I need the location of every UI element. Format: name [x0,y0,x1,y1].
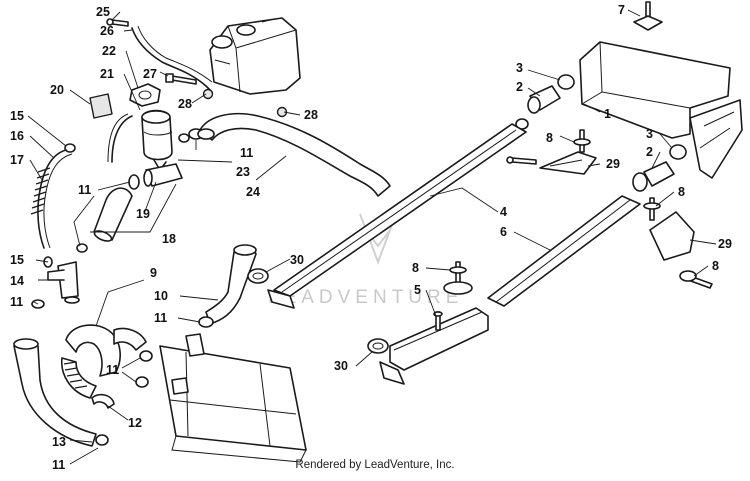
clamps-11-hose9 [135,350,153,388]
callout-20: 20 [50,83,64,97]
clamp-12 [91,393,115,409]
fastener-8-lower [443,261,473,295]
decal-20 [89,93,113,119]
callout-15-lower: 15 [10,253,24,267]
connector-2-right [632,161,675,192]
fastener-8-upper-a [573,129,591,153]
hose-10 [205,244,257,325]
callout-5: 5 [414,283,421,297]
callout-14: 14 [10,274,24,288]
callout-12: 12 [128,416,142,430]
callout-8-upper: 8 [546,131,553,145]
grommet-28-right [276,106,288,118]
callout-21: 21 [100,67,114,81]
callout-11-left: 11 [78,183,91,197]
bolt-25 [106,18,129,27]
callout-25: 25 [96,5,110,19]
callout-30-lower: 30 [334,359,348,373]
bracket-29-right [649,211,695,261]
fastener-8-upper-b [506,156,537,165]
screw-27 [165,73,197,85]
callout-11-upper: 11 [240,146,253,160]
footer-credit: Rendered by LeadVenture, Inc. [295,459,455,471]
clamp-11-hose10 [198,316,214,328]
callout-11-tee: 11 [10,295,23,309]
callout-4: 4 [500,205,507,219]
hose-24 [197,112,391,197]
tee-14 [47,261,80,304]
callout-11-hose9: 11 [106,363,119,377]
callouts: 25 26 22 27 21 20 28 28 15 16 17 11 23 2… [10,3,732,472]
callout-29-upper: 29 [606,157,620,171]
callout-28-upper: 28 [178,97,192,111]
grommet-28-upper [202,88,214,100]
callout-30-upper: 30 [290,253,304,267]
hose-18 [93,187,133,242]
vent-tube-21 [107,113,133,163]
callout-16: 16 [10,129,24,143]
clamp-11-left [76,243,88,253]
reservoir-23 [141,109,173,171]
callout-24: 24 [246,185,260,199]
hose-9 [61,324,147,399]
connector-2-upper [527,85,561,114]
callout-28-right: 28 [304,108,318,122]
clamp-11-elbow [128,174,140,190]
callout-13: 13 [52,435,66,449]
watermark-text: LEADVENTURE [268,287,463,308]
clamp-15-upper [64,143,76,153]
callout-15-upper: 15 [10,109,24,123]
callout-26: 26 [100,24,114,38]
heat-exchanger-1 [579,41,743,179]
bracket-29-upper [539,151,597,175]
oil-tank [209,17,301,95]
rail-4 [267,123,527,309]
callout-19: 19 [136,207,150,221]
bottom-plate [159,333,307,463]
clamp-3-right [669,144,687,160]
hose-13 [13,338,97,447]
screw-5 [433,311,443,331]
elbow-19 [143,163,183,187]
clamp-3-upper [557,74,575,90]
fastener-7 [633,1,663,31]
grommet-30-upper [247,268,269,284]
callout-11-bottom: 11 [52,458,65,472]
callout-27: 27 [143,67,157,81]
callout-8-lower: 8 [412,261,419,275]
callout-10: 10 [154,289,168,303]
tube-26 [131,25,213,93]
callout-3-right: 3 [646,127,653,141]
grommet-30-lower [367,338,389,354]
clamp-11-bottom [95,434,109,446]
callout-7: 7 [618,3,625,17]
callout-1: 1 [604,107,611,121]
callout-3-upper: 3 [516,61,523,75]
callout-17: 17 [10,153,24,167]
rail-6 [487,195,641,307]
gasket-22 [129,83,161,107]
callout-29-right: 29 [718,237,732,251]
callout-8-right-b: 8 [712,259,719,273]
callout-6: 6 [500,225,507,239]
callout-2-right: 2 [646,145,653,159]
leader-lines [27,9,717,465]
channel-5 [379,307,489,385]
fastener-8-right-b [679,270,713,289]
callout-23: 23 [236,165,250,179]
callout-11-hose10: 11 [154,311,167,325]
callout-9: 9 [150,266,157,280]
callout-18: 18 [162,232,176,246]
spring-17 [30,167,51,215]
callout-22: 22 [102,44,116,58]
fastener-8-right-a [643,197,661,221]
callout-2-upper: 2 [516,80,523,94]
callout-8-right-a: 8 [678,185,685,199]
